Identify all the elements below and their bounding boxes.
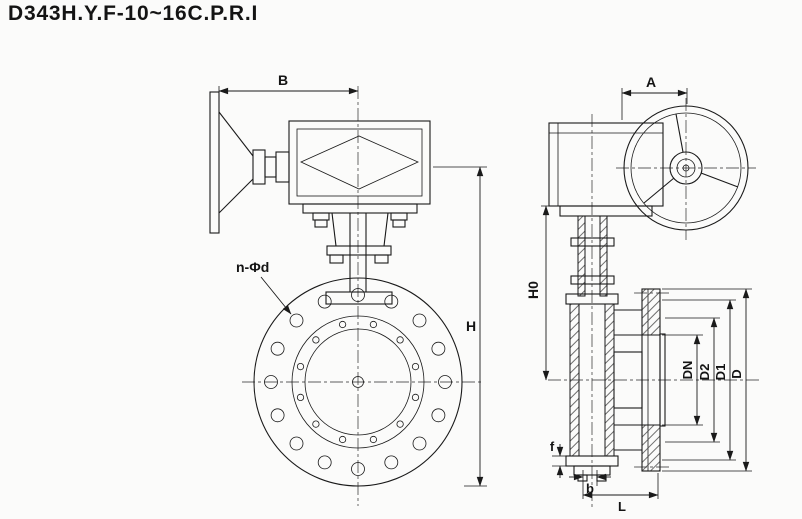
bolt-holes-note-label: n-Φd bbox=[236, 259, 269, 275]
dim-H0: H0 bbox=[525, 205, 562, 381]
dim-L: L bbox=[582, 473, 659, 514]
dim-B-label: B bbox=[278, 72, 288, 88]
handwheel-profile bbox=[209, 91, 290, 234]
dim-DN: DN bbox=[662, 334, 703, 426]
dim-B: B bbox=[218, 72, 359, 108]
handwheel-face bbox=[623, 105, 749, 231]
handwheel-spoke bbox=[675, 113, 684, 153]
dim-DN-label: DN bbox=[680, 361, 695, 380]
dim-b-label: b bbox=[586, 481, 594, 496]
gearbox-side bbox=[548, 122, 664, 207]
valve-flange-front bbox=[253, 277, 463, 487]
dim-D: D bbox=[662, 288, 752, 472]
dim-D1: D1 bbox=[662, 299, 736, 461]
actuator-mount-front bbox=[302, 203, 418, 292]
dim-H-label: H bbox=[466, 318, 476, 334]
dim-D-label: D bbox=[729, 369, 744, 378]
bolt-holes-callout: n-Φd bbox=[236, 259, 292, 315]
dim-H0-label: H0 bbox=[525, 281, 541, 299]
dim-L-label: L bbox=[618, 499, 626, 514]
dim-f: f bbox=[550, 439, 574, 478]
dim-D2: D2 bbox=[665, 317, 720, 443]
dim-A-label: A bbox=[646, 74, 656, 90]
dim-H: H bbox=[433, 166, 487, 487]
valve-neck-section bbox=[570, 215, 615, 297]
dim-D1-label: D1 bbox=[713, 364, 728, 381]
disc-screw-array bbox=[296, 320, 420, 444]
valve-body-section bbox=[565, 293, 643, 482]
handwheel-spoke bbox=[643, 177, 675, 204]
side-view: A H0 DN D2 bbox=[525, 74, 760, 514]
dim-A: A bbox=[621, 74, 688, 120]
handwheel-spoke bbox=[700, 172, 739, 188]
raised-face bbox=[659, 333, 666, 427]
gearbox-front bbox=[288, 120, 431, 205]
neck-flange-front bbox=[325, 291, 393, 305]
drawing-title: D343H.Y.F-10~16C.P.R.I bbox=[8, 2, 259, 25]
front-view: n-Φd B H bbox=[209, 72, 487, 506]
dim-D2-label: D2 bbox=[697, 364, 712, 381]
bolt-hole-circle-array bbox=[264, 288, 452, 476]
pipe-flange-section bbox=[634, 288, 670, 472]
dim-f-label: f bbox=[550, 439, 555, 454]
